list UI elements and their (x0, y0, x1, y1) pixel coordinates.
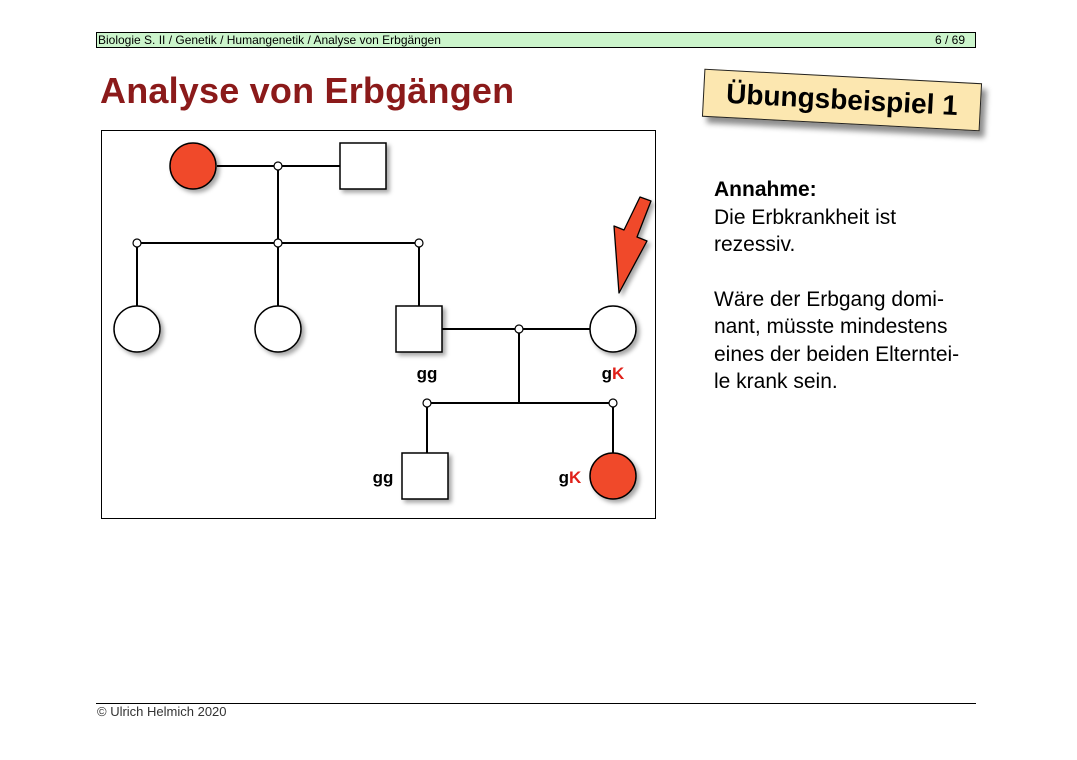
reasoning-line: Wäre der Erbgang domi- (714, 287, 944, 311)
gen2-daughter-1 (113, 305, 161, 353)
gen1-mother-affected (169, 142, 217, 190)
gen3-daughter-affected (589, 452, 637, 500)
header-bar: Biologie S. II / Genetik / Humangenetik … (96, 32, 976, 48)
pedigree-figure: gg gK gg gK (101, 130, 656, 519)
gen3-son-square (401, 452, 449, 500)
genotype-label-gen3-son: gg (373, 468, 394, 487)
assumption-heading: Annahme: (714, 178, 817, 201)
arrow-icon (613, 196, 652, 294)
genotype-label-gen2-son: gg (417, 364, 438, 383)
gen2-son-square (395, 305, 443, 353)
junction-dots (132, 161, 618, 408)
assumption-line: rezessiv. (714, 233, 796, 256)
reasoning-line: le krank sein. (714, 370, 838, 393)
breadcrumb: Biologie S. II / Genetik / Humangenetik … (98, 33, 441, 47)
copyright-footer: © Ulrich Helmich 2020 (97, 704, 227, 719)
explanation-text: Annahme: Die Erbkrankheit ist rezessiv. … (714, 176, 1014, 396)
pedigree-lines (136, 165, 614, 453)
page-number: 6 / 69 (934, 33, 965, 47)
gen1-father-square (339, 142, 387, 190)
assumption-line: Die Erbkrankheit ist (714, 205, 897, 229)
reasoning-line: eines der beiden Elterntei- (714, 342, 960, 366)
example-label-note: Übungsbeispiel 1 (701, 68, 983, 132)
gen2-married-in-mother (589, 305, 637, 353)
reasoning-line: nant, müsste mindestens (714, 315, 948, 338)
gen2-daughter-2 (254, 305, 302, 353)
footer-divider (96, 703, 976, 704)
genotype-label-gen2-mother: gK (602, 364, 625, 383)
genotype-label-gen3-daughter: gK (559, 468, 582, 487)
pedigree-chart: gg gK gg gK (113, 142, 652, 500)
page-title: Analyse von Erbgängen (100, 70, 515, 111)
